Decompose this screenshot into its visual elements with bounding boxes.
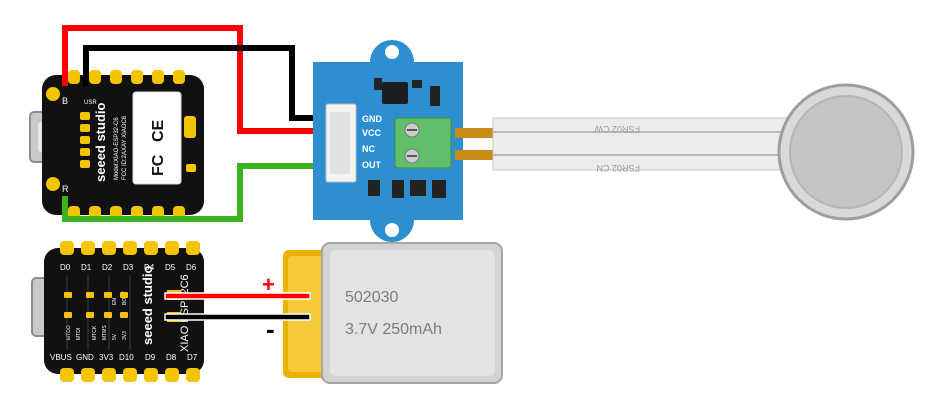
pin-d4: D4 <box>144 263 155 272</box>
pad-r <box>46 177 60 191</box>
fsr-crimp-1 <box>455 128 493 138</box>
label-5v: 5V <box>112 333 118 340</box>
pin-d1: D1 <box>81 263 92 272</box>
mount-hole-bottom <box>381 219 403 241</box>
label-mtdi: MTDI <box>76 328 82 340</box>
battery-cell-face <box>330 250 495 376</box>
fc-mark: FC <box>150 154 167 176</box>
fsr-crimp-2 <box>455 150 493 160</box>
xiao-brand-text: seeed studio <box>93 102 108 182</box>
label-mtms: MTMS <box>102 325 108 340</box>
wires-battery <box>164 292 311 321</box>
pin-d10: D10 <box>119 353 134 362</box>
lipo-battery: 502030 3.7V 250mAh + - <box>262 242 503 384</box>
smd-bottom-3 <box>410 180 426 196</box>
rf-shield <box>132 91 182 185</box>
black-wire-gnd <box>83 45 340 121</box>
label-mtdo: MTDO <box>66 325 72 340</box>
pin-d6: D6 <box>186 263 197 272</box>
pin-label-out: OUT <box>362 160 382 170</box>
pin-label-gnd: GND <box>362 114 383 124</box>
smd-bottom-1 <box>368 180 380 196</box>
label-en: EN <box>112 298 118 305</box>
xiao-fcc-text: FCC ID:2AXAY XIAOC6 <box>122 115 128 180</box>
pin-d5: D5 <box>165 263 176 272</box>
battery-minus-sign: - <box>266 314 275 344</box>
red-wire-vcc <box>62 25 340 134</box>
fsr-sensor: FSR02 CW FSR02 CN <box>455 83 915 221</box>
ic-chip-top <box>382 82 408 104</box>
side-pads <box>80 112 90 168</box>
top-edge-pads <box>68 70 185 84</box>
smd-bottom-2 <box>392 180 404 198</box>
pin-d9: D9 <box>145 353 156 362</box>
red-wire-battery-plus <box>164 292 311 300</box>
grove-fsr-module: GND VCC NC OUT <box>313 40 463 242</box>
mount-hole-top <box>381 41 403 63</box>
black-wire-battery-minus <box>164 313 311 321</box>
xiao-esp32c6-top-board: B R USR seeed studio Model:XIAO-ESP32-C6… <box>29 70 204 220</box>
pad-b <box>46 87 60 101</box>
pin-vbus: VBUS <box>50 353 72 362</box>
center-pads <box>64 292 128 318</box>
bottom-board-top-pads <box>60 241 200 255</box>
pin-gnd: GND <box>76 353 94 362</box>
smd-top-1 <box>374 78 382 90</box>
antenna-pad <box>184 116 196 138</box>
pin-d0: D0 <box>60 263 71 272</box>
pin-d7: D7 <box>187 353 198 362</box>
smd-top-3 <box>430 86 440 106</box>
label-b: B <box>62 96 68 106</box>
fsr-tail-text-2: FSR02 CN <box>596 163 640 173</box>
pin-d3: D3 <box>123 263 134 272</box>
pin-3v3: 3V3 <box>99 353 114 362</box>
battery-line-1: 502030 <box>345 289 398 306</box>
bottom-board-bottom-pads <box>60 368 200 382</box>
pin-label-nc: NC <box>362 144 375 154</box>
fsr-tail <box>492 117 801 171</box>
label-mtck: MTCK <box>92 325 98 340</box>
fsr-tail-text: FSR02 CW <box>594 124 640 134</box>
ce-mark: CE <box>150 119 167 142</box>
label-3v3: 3V3 <box>122 331 128 340</box>
fsr-active-area <box>789 95 903 209</box>
label-usr: USR <box>84 100 97 106</box>
terminal-block <box>394 117 452 169</box>
wires-top <box>62 25 340 222</box>
xiao-bottom-brand: seeed studio <box>140 265 155 345</box>
antenna-pad-2 <box>186 164 196 172</box>
grove-connector-inner <box>330 112 350 174</box>
pin-d8: D8 <box>166 353 177 362</box>
battery-plus-sign: + <box>262 272 275 297</box>
smd-bottom-4 <box>432 180 446 198</box>
smd-top-2 <box>412 80 422 88</box>
xiao-esp32c6-bottom-board: D0 D1 D2 D3 D4 D5 D6 VBUS GND 3V3 D10 D9… <box>31 241 204 382</box>
green-wire-out <box>62 163 340 222</box>
pin-d2: D2 <box>102 263 113 272</box>
xiao-model-text: Model:XIAO-ESP32-C6 <box>114 117 120 180</box>
battery-line-2: 3.7V 250mAh <box>345 321 442 338</box>
label-r: R <box>62 184 69 194</box>
xiao-pcb-bottom <box>44 248 204 374</box>
pin-label-vcc: VCC <box>362 128 382 138</box>
